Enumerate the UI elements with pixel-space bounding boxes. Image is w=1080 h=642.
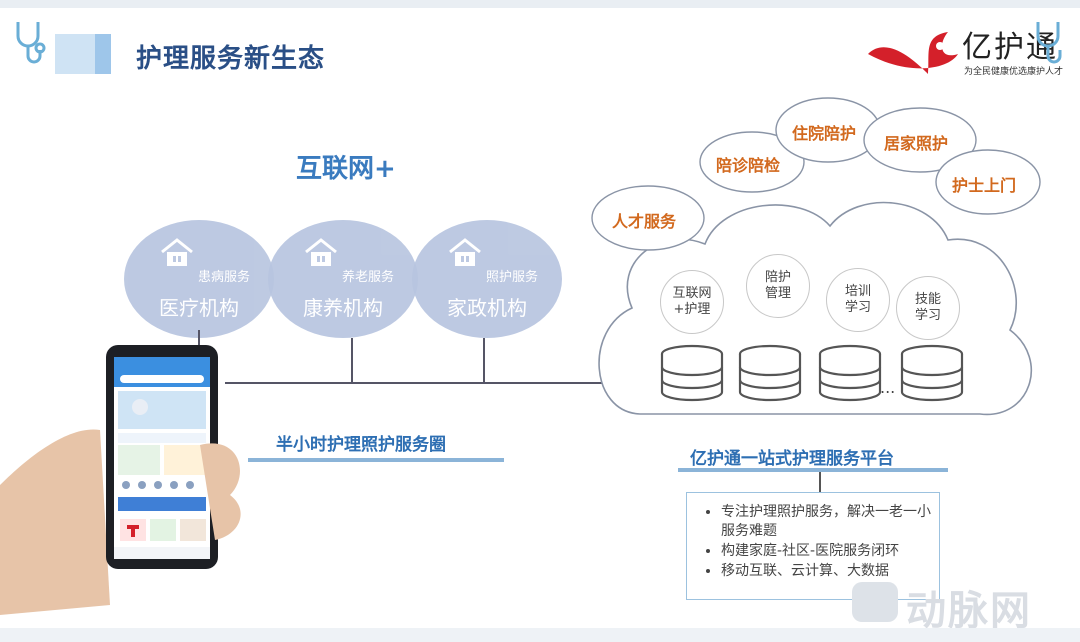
institution-main: 医疗机构 [159,296,239,320]
watermark-text: 动脉网 [906,588,1032,634]
bullet-item: 构建家庭-社区-医院服务闭环 [721,542,939,561]
cloud-item: 技能学习 [896,276,960,340]
stethoscope-icon [16,22,46,64]
bottom-border [0,628,1080,642]
cloud-item: 陪护管理 [746,254,810,318]
ellipsis: ... [880,378,896,397]
cloud-item: 培训学习 [826,268,890,332]
service-bubble: 居家照护 [884,134,949,153]
internet-plus-label: 互联网+ [296,154,396,184]
institution-main: 康养机构 [303,296,383,320]
top-border [0,0,1080,8]
page-title: 护理服务新生态 [136,44,326,74]
house-icon [161,238,193,266]
label-underline [678,468,948,472]
phone-in-hand-image [0,345,241,615]
connector-line [225,382,665,384]
institution-sub: 照护服务 [486,270,539,285]
logo-icon [868,32,958,74]
institution-sub: 养老服务 [342,270,395,285]
institution-main: 家政机构 [447,296,527,320]
stethoscope-icon-right [1036,22,1062,64]
service-bubble: 住院陪护 [792,124,857,143]
label-underline [248,458,504,462]
institution-elderly: 养老服务 康养机构 [268,220,418,338]
connector-line [351,338,353,384]
cloud-item: 互联网+护理 [660,270,724,334]
service-bubble: 护士上门 [952,176,1017,195]
title-accent-block [55,34,111,74]
bullet-item: 移动互联、云计算、大数据 [721,562,939,581]
institution-housekeeping: 照护服务 家政机构 [412,220,562,338]
service-circle-label: 半小时护理照护服务圈 [276,435,446,455]
connector-line [483,338,485,384]
institution-medical: 患病服务 医疗机构 [124,220,274,338]
logo-slogan: 为全民健康优选康护人才 [964,67,1064,77]
logo-name: 亿护通 [962,30,1058,65]
platform-label: 亿护通一站式护理服务平台 [690,449,894,469]
house-icon [305,238,337,266]
institution-sub: 患病服务 [198,270,251,285]
watermark-badge [852,582,898,622]
bullet-item: 专注护理照护服务，解决一老一小服务难题 [721,503,939,541]
house-icon [449,238,481,266]
service-bubble: 人才服务 [612,212,677,231]
platform-bullets: 专注护理照护服务，解决一老一小服务难题 构建家庭-社区-医院服务闭环 移动互联、… [686,492,940,600]
service-bubble: 陪诊陪检 [716,156,781,175]
